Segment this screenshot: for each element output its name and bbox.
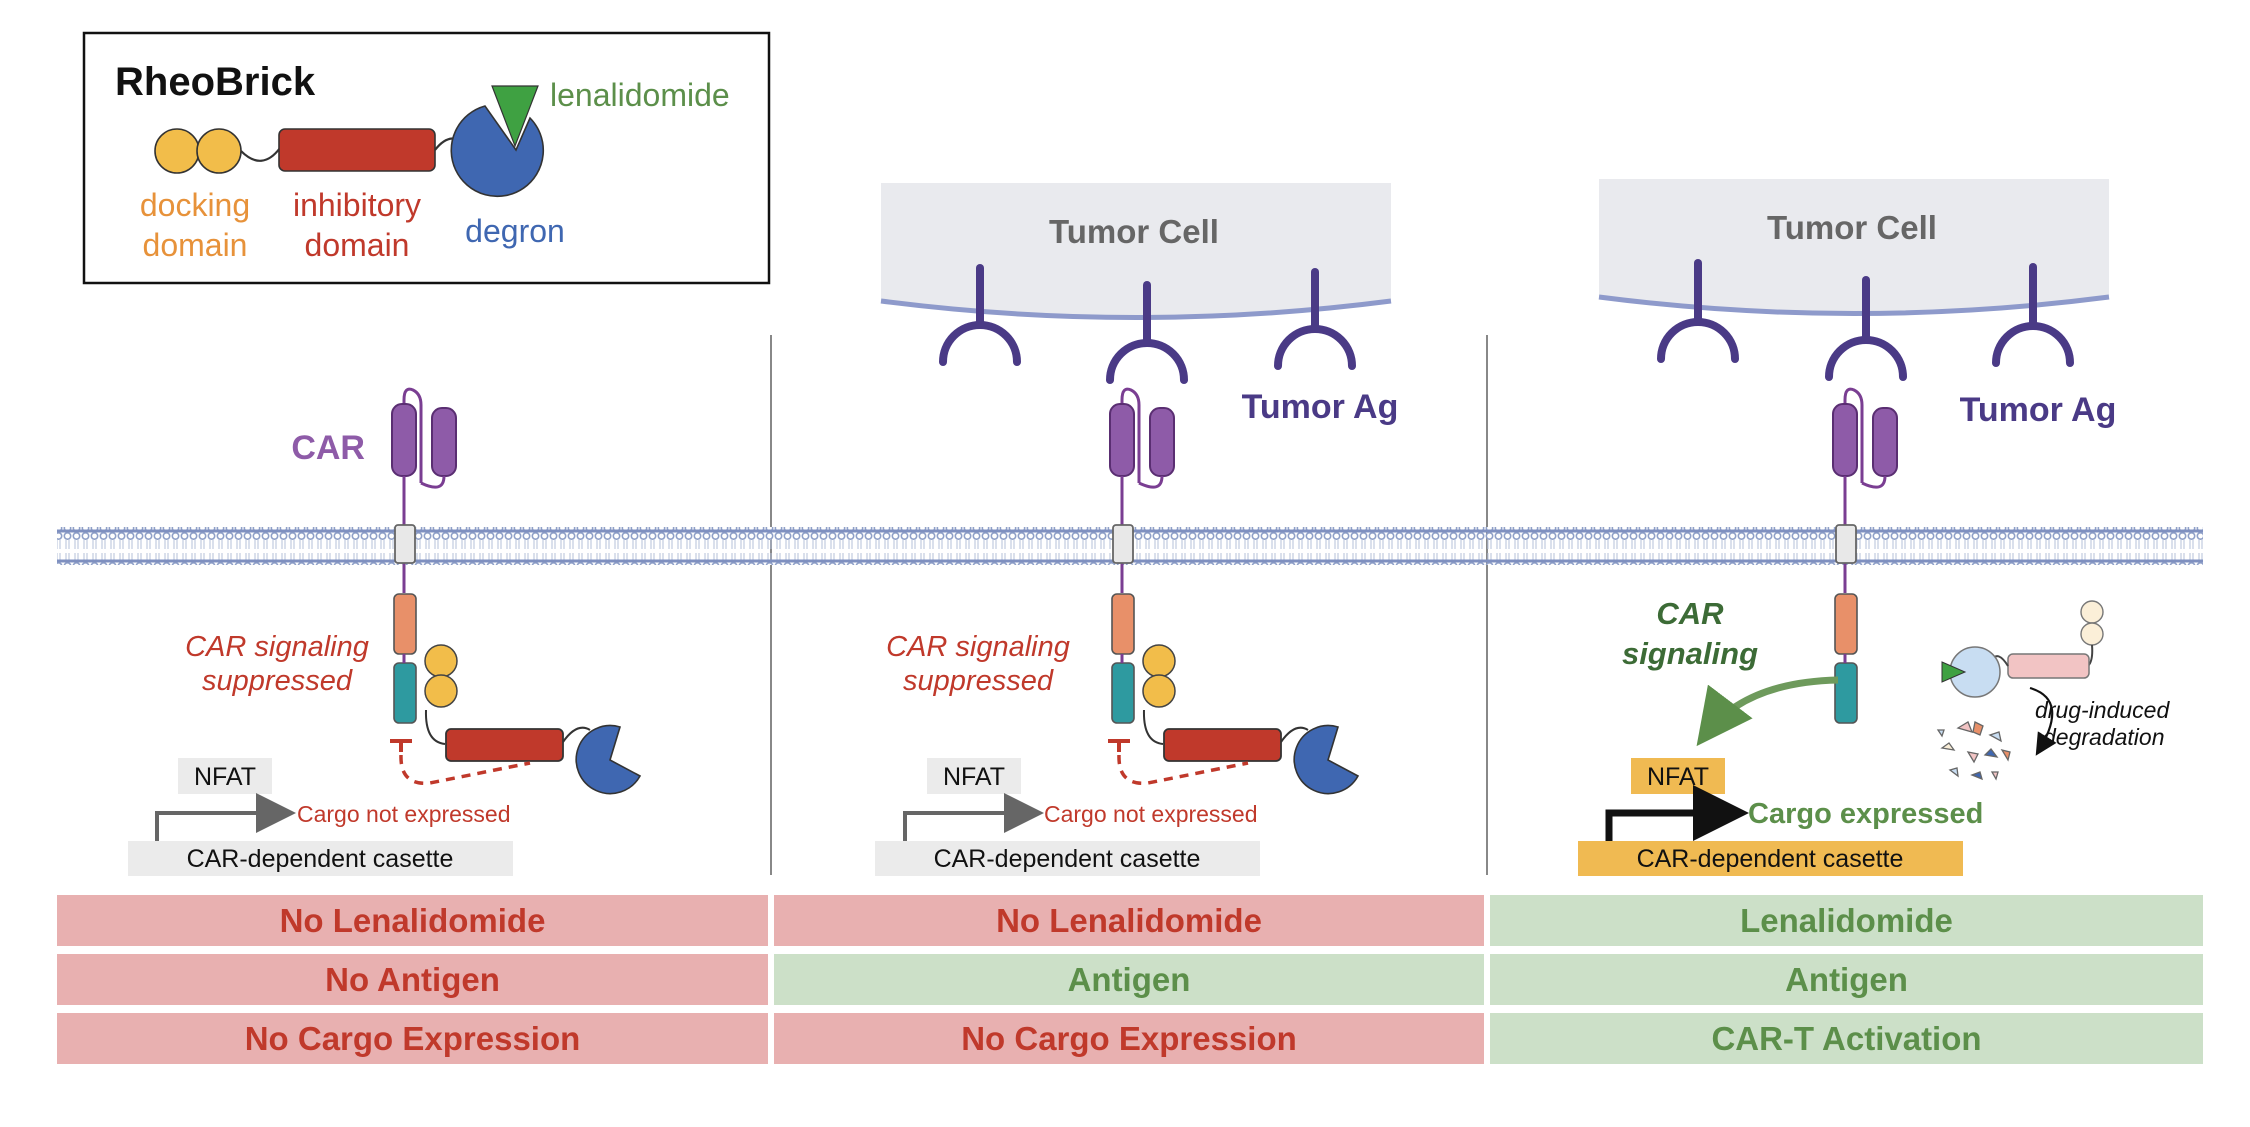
nfat-box xyxy=(178,758,272,794)
car-label: CAR xyxy=(291,429,365,467)
condition-cell xyxy=(774,954,1484,1005)
condition-cell xyxy=(774,1013,1484,1064)
cassette-label: CAR-dependent casette xyxy=(934,845,1201,873)
tumor-antigen xyxy=(1825,336,1907,381)
cargo-label: Cargo expressed xyxy=(1748,798,1983,830)
legend-inhibitory-label: domain xyxy=(305,227,410,263)
tumor-ag-label: Tumor Ag xyxy=(1242,388,1399,426)
condition-label: No Cargo Expression xyxy=(245,1020,581,1057)
nfat-label: NFAT xyxy=(194,763,256,791)
cargo-label: Cargo not expressed xyxy=(1044,801,1258,827)
tumor-antigen xyxy=(939,321,1021,366)
cassette-box xyxy=(128,841,513,876)
condition-label: Antigen xyxy=(1068,961,1191,998)
car-signaling-label: signaling xyxy=(1622,636,1758,671)
cassette-box xyxy=(1578,841,1963,876)
condition-cell xyxy=(57,1013,768,1064)
legend-drug-label: lenalidomide xyxy=(550,77,730,113)
car-signaling-label: CAR signaling xyxy=(185,631,369,663)
condition-cell xyxy=(1490,895,2203,946)
car-signaling-label: CAR xyxy=(1656,596,1724,631)
car-signaling-arrow xyxy=(1696,676,1839,747)
tumor-ag-label: Tumor Ag xyxy=(1960,391,2117,429)
cassette-label: CAR-dependent casette xyxy=(1637,845,1904,873)
degradation-label: degradation xyxy=(2043,724,2165,750)
legend-docking-label: domain xyxy=(143,227,248,263)
nfat-label: NFAT xyxy=(1647,763,1709,791)
car-receptor-1 xyxy=(390,387,642,795)
legend-inhibitory-label: inhibitory xyxy=(293,187,421,223)
legend-docking-label: docking xyxy=(140,187,250,223)
car-signaling-label: suppressed xyxy=(202,665,353,697)
legend-docking-domain-icon xyxy=(154,128,200,174)
degraded-rheobrick: drug-induced degradation xyxy=(1936,600,2170,781)
legend-degron-icon xyxy=(450,105,545,198)
tumor-cell-label: Tumor Cell xyxy=(1049,213,1219,250)
cassette-box xyxy=(875,841,1260,876)
tumor-cell-label: Tumor Cell xyxy=(1767,209,1937,246)
condition-cell xyxy=(774,895,1484,946)
tumor-antigen xyxy=(1992,322,2074,367)
car-receptor-3 xyxy=(1696,387,1898,747)
condition-table: No Lenalidomide No Lenalidomide Lenalidomi… xyxy=(57,895,2203,1064)
condition-label: No Lenalidomide xyxy=(280,902,546,939)
promoter-arrow xyxy=(1605,785,1749,841)
car-signaling-label: suppressed xyxy=(903,665,1054,697)
promoter-arrow xyxy=(155,793,296,841)
car-signaling-label: CAR signaling xyxy=(886,631,1070,663)
legend-docking-domain-icon xyxy=(196,128,242,174)
tumor-antigens xyxy=(939,259,2074,384)
car-receptor-2 xyxy=(1108,387,1360,795)
tumor-antigen xyxy=(1657,318,1739,363)
degradation-label: drug-induced xyxy=(2035,697,2170,723)
condition-label: No Antigen xyxy=(325,961,500,998)
legend-linker xyxy=(240,147,281,162)
condition-label: No Cargo Expression xyxy=(961,1020,1297,1057)
condition-cell xyxy=(1490,1013,2203,1064)
condition-cell xyxy=(57,954,768,1005)
legend-inhibitory-domain-icon xyxy=(278,128,436,172)
tumor-antigen xyxy=(1274,325,1356,370)
promoter-arrow xyxy=(903,793,1044,841)
legend-title: RheoBrick xyxy=(115,60,316,104)
cassette-label: CAR-dependent casette xyxy=(187,845,454,873)
tumor-cell-2: Tumor Cell xyxy=(880,183,1392,320)
degradation-fragments xyxy=(1936,721,2011,781)
legend-lenalidomide-icon xyxy=(491,85,539,148)
cargo-label: Cargo not expressed xyxy=(297,801,511,827)
condition-label: Lenalidomide xyxy=(1740,902,1953,939)
condition-cell xyxy=(1490,954,2203,1005)
nfat-label: NFAT xyxy=(943,763,1005,791)
tumor-antigen xyxy=(1106,339,1188,384)
nfat-box xyxy=(927,758,1021,794)
legend: RheoBrick lenalidomide docking domain in… xyxy=(82,31,771,285)
condition-cell xyxy=(57,895,768,946)
legend-degron-label: degron xyxy=(465,213,565,249)
condition-label: CAR-T Activation xyxy=(1711,1020,1981,1057)
condition-label: No Lenalidomide xyxy=(996,902,1262,939)
condition-label: Antigen xyxy=(1785,961,1908,998)
tumor-cell-3: Tumor Cell xyxy=(1598,179,2110,316)
